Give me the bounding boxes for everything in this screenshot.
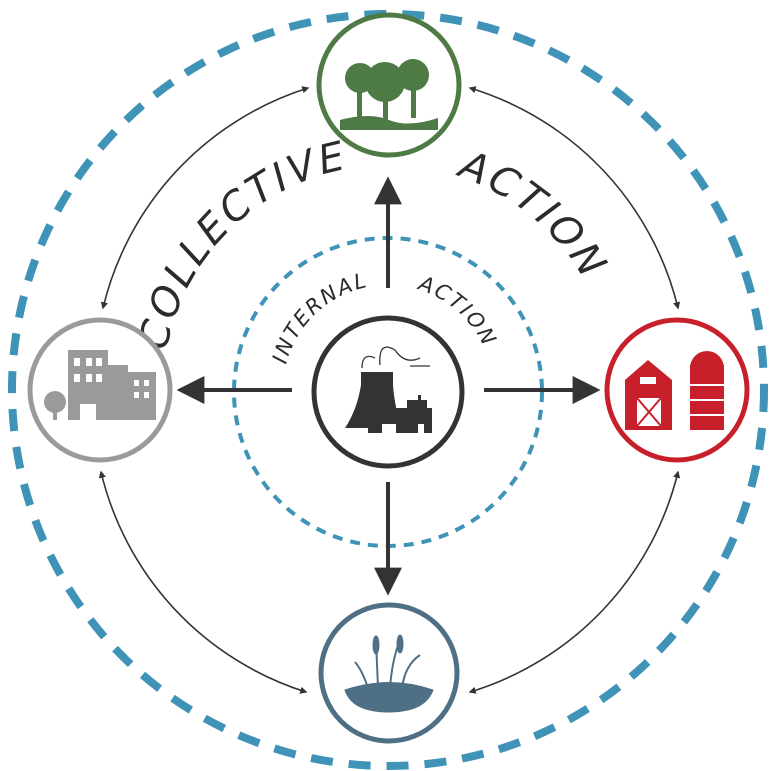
barn-icon [625, 351, 724, 430]
buildings-icon [44, 350, 156, 420]
arrow-forest-farm [468, 86, 681, 310]
outer-dashed-ring [8, 10, 768, 770]
arrow-city-wetland [98, 470, 308, 694]
node-industry [311, 315, 465, 469]
power-plant-icon [345, 346, 432, 433]
node-farm [604, 317, 750, 463]
node-forest [316, 12, 462, 158]
trees-icon [340, 59, 438, 130]
arrow-forest-city [100, 86, 310, 310]
wetland-icon [344, 634, 434, 713]
node-city [27, 317, 173, 463]
node-wetland [318, 602, 460, 744]
collective-label: COLLECTIVE [131, 133, 352, 354]
arrow-farm-wetland [468, 470, 681, 694]
